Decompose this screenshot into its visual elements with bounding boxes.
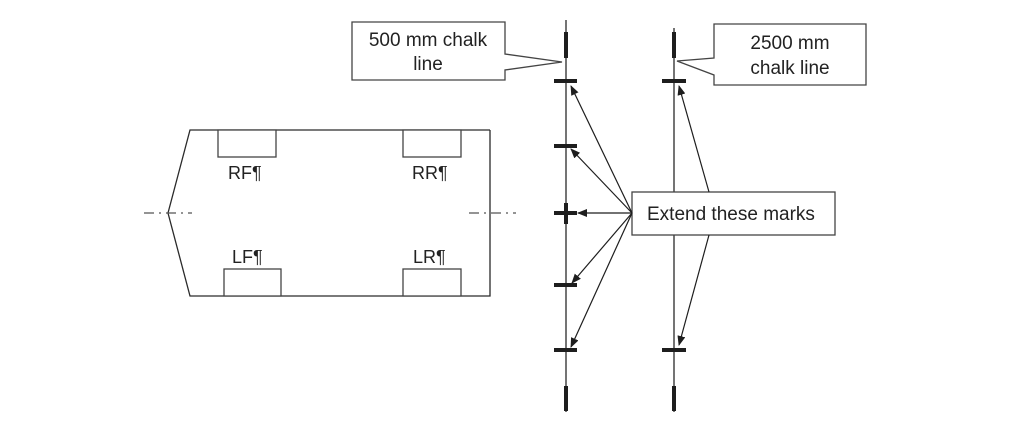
wheel-rr [402, 129, 462, 158]
callout-2500mm-line1: 2500 mm [750, 33, 829, 54]
chalk-line-500 [554, 20, 577, 412]
label-rr: RR¶ [412, 163, 448, 183]
arrow-to-2500-top [677, 85, 710, 193]
callout-2500mm-line2: chalk line [750, 58, 829, 79]
arrow-to-mark-1 [570, 85, 633, 214]
wheel-rf [217, 129, 277, 158]
label-lf: LF¶ [232, 247, 263, 267]
arrow-to-mark-4 [571, 212, 633, 284]
callout-500mm: 500 mm chalk line [351, 21, 563, 81]
callout-500mm-line1: 500 mm chalk [369, 30, 488, 51]
callout-2500mm-box [676, 23, 867, 86]
wheel-lr [402, 268, 462, 297]
callout-500mm-line2: line [413, 54, 443, 75]
arrow-to-mark-2 [570, 148, 633, 214]
label-lr: LR¶ [413, 247, 446, 267]
callout-500mm-box [351, 21, 563, 81]
callout-2500mm: 2500 mm chalk line [676, 23, 867, 86]
callout-extend-marks: Extend these marks [570, 85, 836, 348]
wheel-lf [223, 268, 282, 297]
arrow-to-2500-bottom [677, 234, 710, 346]
arrow-to-mark-5 [570, 212, 633, 348]
vehicle-outline: RF¶ RR¶ LF¶ LR¶ [144, 129, 516, 297]
callout-extend-text: Extend these marks [647, 204, 815, 225]
label-rf: RF¶ [228, 163, 262, 183]
